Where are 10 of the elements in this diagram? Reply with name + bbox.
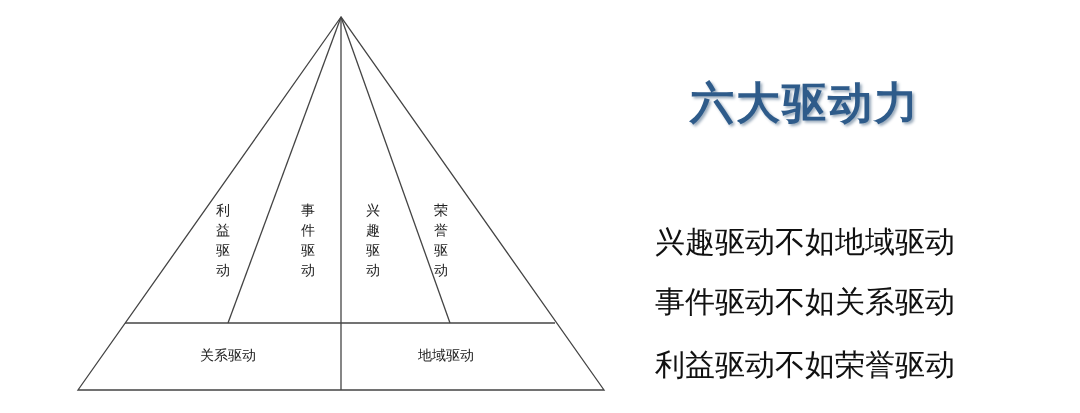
title: 六大驱动力 bbox=[690, 76, 920, 130]
segment-label: 地域驱动 bbox=[418, 347, 474, 364]
note-text: 兴趣驱动不如地域驱动 bbox=[655, 223, 955, 261]
note-text: 利益驱动不如荣誉驱动 bbox=[655, 346, 955, 384]
segment-label: 荣誉驱动 bbox=[434, 200, 449, 280]
segment-label: 利益驱动 bbox=[216, 200, 231, 280]
segment-label: 事件驱动 bbox=[301, 200, 316, 280]
note-text: 事件驱动不如关系驱动 bbox=[655, 283, 955, 321]
segment-label: 兴趣驱动 bbox=[366, 200, 381, 280]
segment-label: 关系驱动 bbox=[200, 347, 256, 364]
